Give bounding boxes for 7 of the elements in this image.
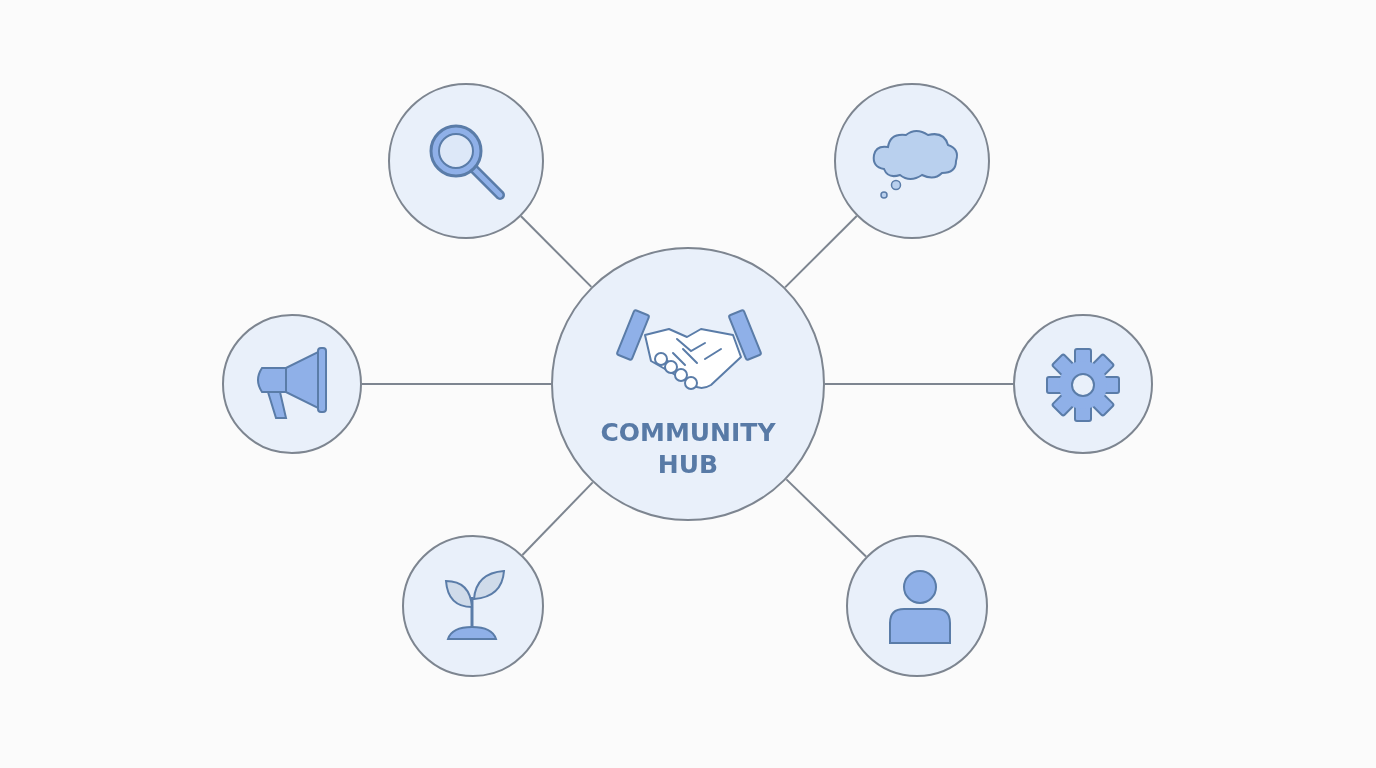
connector-line (520, 215, 593, 288)
connector-line (785, 478, 867, 558)
hub-label: COMMUNITY HUB (599, 417, 777, 481)
connector-line (824, 383, 1014, 385)
connector-line (361, 383, 552, 385)
connector-line (521, 481, 594, 556)
connector-line (784, 215, 858, 289)
